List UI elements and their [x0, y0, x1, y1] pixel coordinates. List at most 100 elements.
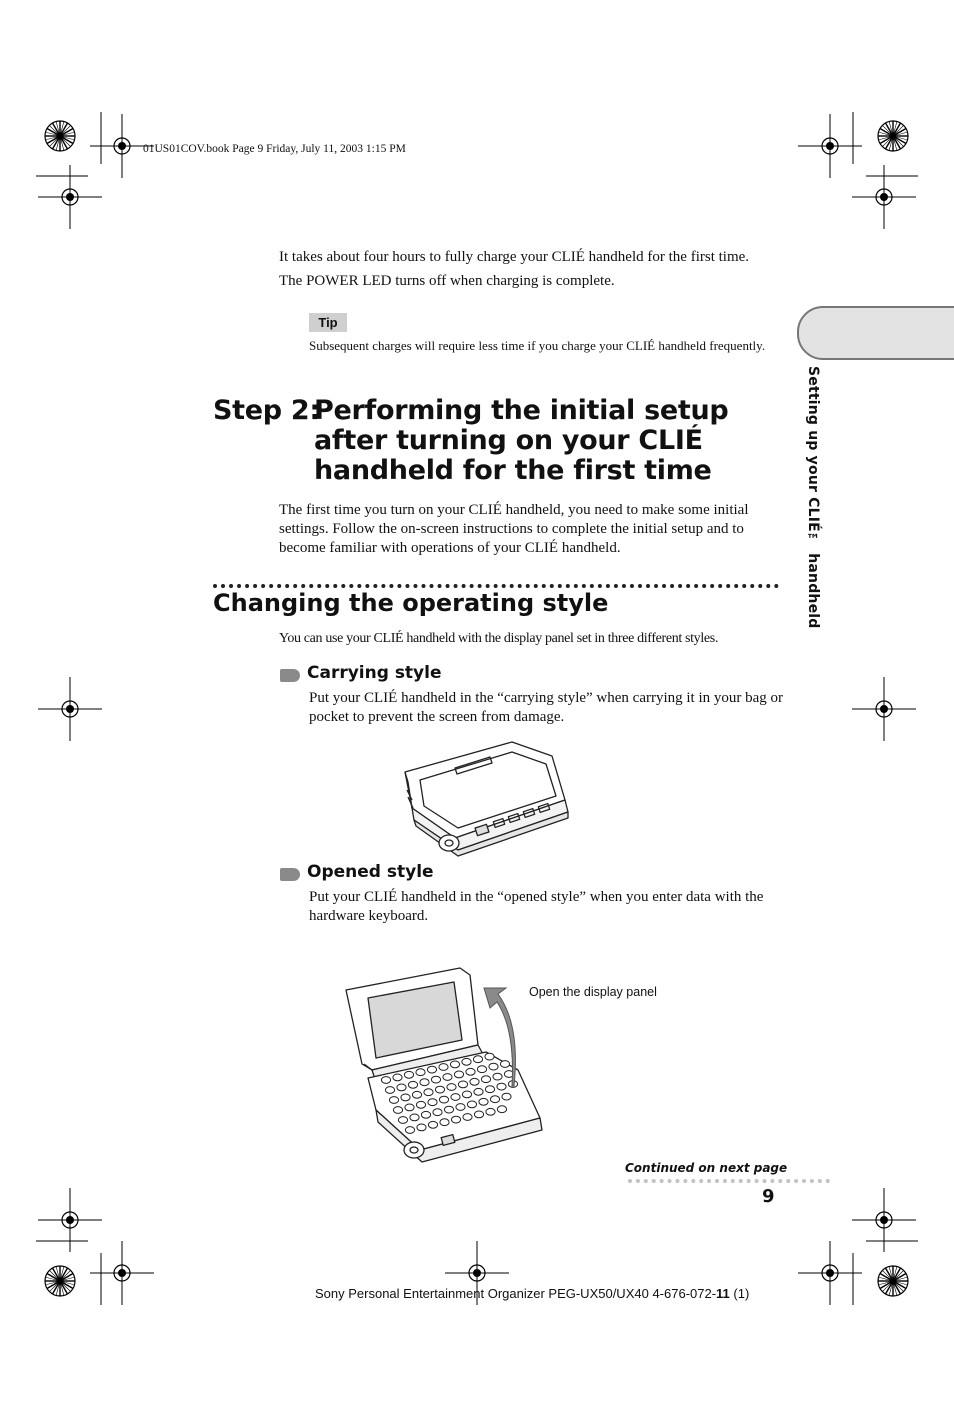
keyboard-key [432, 1108, 443, 1117]
keyboard-key [411, 1090, 423, 1099]
star-bl-ray [46, 1272, 61, 1282]
intro-line-2: The POWER LED turns off when charging is… [279, 273, 615, 289]
continued-dots [628, 1179, 830, 1183]
intro-paragraph: It takes about four hours to fully charg… [279, 245, 799, 293]
star-br-ray [892, 1276, 908, 1282]
keyboard-key [488, 1062, 499, 1071]
keyboard-key [496, 1105, 508, 1114]
chapter-tab-label: Setting up your CLIÉ™ handheld [805, 366, 821, 629]
keyboard-key [430, 1075, 442, 1084]
cross-mid-right-dot [880, 705, 888, 713]
keyboard-key [443, 1105, 455, 1114]
cross-top-left-dot [118, 142, 126, 150]
keyboard-key [466, 1100, 478, 1109]
tip-text: Subsequent charges will require less tim… [309, 338, 766, 353]
star-tl-ray [59, 122, 69, 137]
star-br-ray [879, 1280, 894, 1290]
star-tl-ray [51, 122, 61, 137]
keyboard-key [480, 1075, 492, 1084]
keyboard-key [392, 1106, 404, 1114]
keyboard-key [450, 1093, 461, 1101]
keyboard-key [476, 1065, 488, 1074]
cross-upper-left-dot [66, 193, 74, 201]
keyboard-key [472, 1055, 484, 1064]
open-display-caption: Open the display panel [529, 985, 657, 999]
keyboard-key [415, 1068, 426, 1077]
cross-bottom-center-dot [473, 1269, 481, 1277]
keyboard-key [397, 1116, 409, 1124]
keyboard-key [449, 1060, 461, 1069]
star-tl-ray [59, 127, 74, 137]
keyboard-key [407, 1080, 419, 1089]
cross-upper-right-ring [875, 188, 893, 206]
section-intro: You can use your CLIÉ handheld with the … [279, 631, 718, 646]
keyboard-key [453, 1070, 465, 1079]
keyboard-key [434, 1085, 446, 1094]
keyboard-key [473, 1087, 484, 1096]
tip-badge: Tip [309, 313, 347, 332]
continued-note: Continued on next page [625, 1161, 788, 1175]
keyboard-key [450, 1115, 462, 1124]
keyboard-key [423, 1088, 434, 1097]
cross-mid-left-ring [61, 700, 79, 718]
opened-title: Opened style [307, 862, 434, 882]
keyboard-key [380, 1076, 392, 1084]
star-tl-ray [59, 135, 69, 150]
cross-bottom-right-dot [826, 1269, 834, 1277]
star-br-ray [892, 1280, 907, 1290]
keyboard-key [416, 1123, 427, 1132]
keyboard-key [465, 1067, 476, 1076]
cross-upper-left-ring [61, 188, 79, 206]
step-title: Performing the initial setup after turni… [314, 395, 729, 486]
star-br-ray [892, 1272, 907, 1282]
keyboard-key [438, 1095, 450, 1104]
star-tr-ray [879, 127, 894, 137]
footer-prefix: Sony Personal Entertainment Organizer PE… [315, 1286, 717, 1301]
keyboard-key [461, 1057, 472, 1066]
star-bl-ray [59, 1280, 74, 1290]
star-tr-ray [879, 135, 894, 145]
cross-bottom-right-ring [821, 1264, 839, 1282]
keyboard-key [473, 1110, 485, 1119]
star-bl-ray [51, 1280, 61, 1295]
keyboard-key [446, 1083, 457, 1091]
keyboard-key [501, 1092, 512, 1101]
star-bl-ray [59, 1272, 74, 1282]
keyboard-key [496, 1082, 507, 1091]
cross-top-left-ring [113, 137, 131, 155]
step-label: Step 2: [213, 395, 320, 426]
carrying-text: Put your CLIÉ handheld in the “carrying … [309, 690, 784, 725]
keyboard-key [403, 1070, 415, 1079]
keyboard-key [396, 1083, 407, 1092]
star-tr-ray [892, 122, 902, 137]
keyboard-key [438, 1063, 449, 1071]
carrying-title: Carrying style [307, 663, 442, 683]
keyboard-key [469, 1077, 480, 1086]
page-number: 9 [762, 1186, 775, 1207]
keyboard-key [455, 1103, 466, 1111]
header-file-info: 01US01COV.book Page 9 Friday, July 11, 2… [143, 143, 406, 155]
cross-top-right-dot [826, 142, 834, 150]
intro-line-1: It takes about four hours to fully charg… [279, 249, 750, 265]
chapter-tab [797, 306, 954, 360]
cross-lower-left-ring [61, 1211, 79, 1229]
cross-bottom-left-ring [113, 1264, 131, 1282]
keyboard-key [404, 1103, 415, 1112]
star-br-ray [892, 1267, 902, 1282]
star-tl-ray [51, 135, 61, 150]
keyboard-key [427, 1098, 438, 1107]
keyboard-key [404, 1126, 416, 1134]
keyboard-key [478, 1097, 489, 1106]
keyboard-key [392, 1073, 403, 1082]
star-tl-ray [46, 127, 61, 137]
keyboard-key [419, 1078, 430, 1087]
keyboard-key [420, 1110, 432, 1119]
cross-lower-right-ring [875, 1211, 893, 1229]
keyboard-key [415, 1100, 427, 1109]
star-tr-ray [892, 131, 908, 137]
keyboard-key [457, 1080, 469, 1089]
footer-bold: 11 [716, 1286, 730, 1301]
star-br-ray [892, 1280, 902, 1295]
keyboard-key [388, 1096, 400, 1104]
